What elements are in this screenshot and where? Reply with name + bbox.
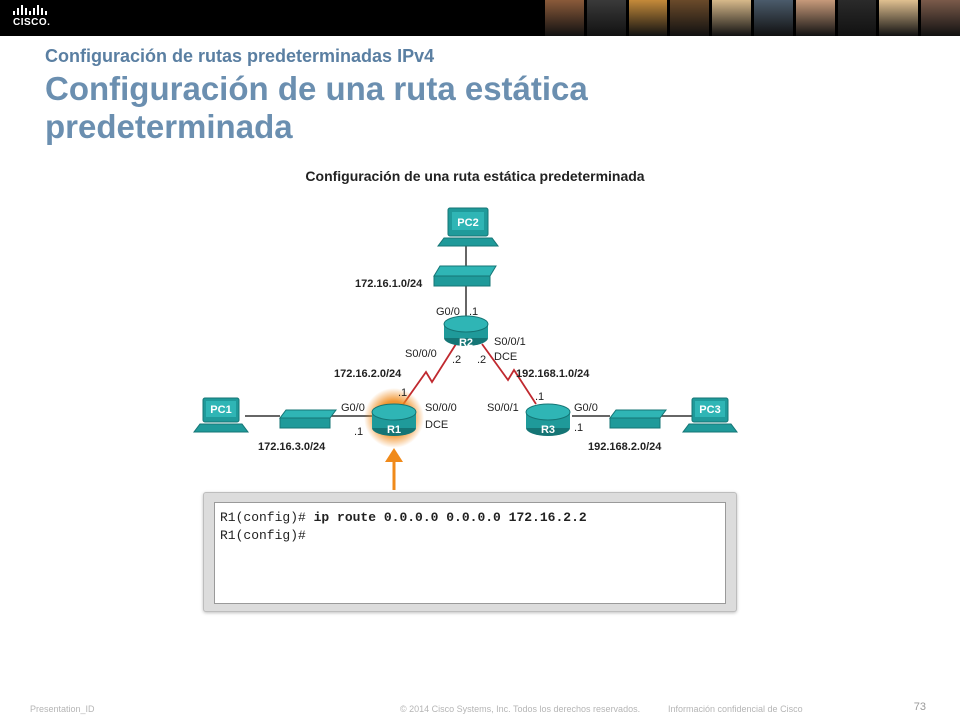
footer-confidential: Información confidencial de Cisco — [668, 704, 803, 714]
cli-line-1: R1(config)# ip route 0.0.0.0 0.0.0.0 172… — [220, 510, 587, 525]
network-label-lan-r3: 192.168.2.0/24 — [588, 441, 662, 453]
wan-link-r1-r2 — [401, 343, 457, 407]
if-r3-s001-ip: .1 — [535, 391, 544, 403]
arrow-up-icon — [385, 448, 403, 490]
if-r2-g00-ip: .1 — [469, 306, 478, 318]
photo-tile — [921, 0, 960, 36]
if-r2-s001-ip: .2 — [477, 354, 486, 366]
cli-line-2: R1(config)# — [220, 528, 306, 543]
cisco-logo-icon — [13, 5, 47, 15]
pc2-label: PC2 — [457, 217, 478, 229]
wan-link-r2-r3 — [481, 343, 537, 405]
if-r2-s000-ip: .2 — [452, 354, 461, 366]
footer-copyright: © 2014 Cisco Systems, Inc. Todos los der… — [400, 704, 641, 714]
if-r1-s000: S0/0/0 — [425, 402, 457, 414]
photo-tile — [879, 0, 919, 36]
if-r1-s000-ip: .1 — [398, 387, 407, 399]
photo-tile — [753, 0, 793, 36]
switch-r3-icon — [609, 409, 667, 429]
photo-tile — [837, 0, 877, 36]
router-r2-icon — [443, 315, 489, 346]
photo-tile — [545, 0, 584, 36]
footer-presentation-id: Presentation_ID — [30, 704, 95, 714]
if-r2-s001: S0/0/1 — [494, 336, 526, 348]
switch-r2-icon — [433, 265, 497, 287]
r3-label: R3 — [541, 424, 555, 436]
if-r3-s001: S0/0/1 — [487, 402, 519, 414]
cli-window: R1(config)# ip route 0.0.0.0 0.0.0.0 172… — [203, 492, 737, 612]
if-r1-g00-ip: .1 — [354, 426, 363, 438]
network-label-lan-r1: 172.16.3.0/24 — [258, 441, 326, 453]
if-r1-dce: DCE — [425, 419, 448, 431]
cli-prompt: R1(config)# — [220, 510, 314, 525]
network-label-wan-r2-r3: 192.168.1.0/24 — [516, 368, 590, 380]
logo-text: CISCO. — [13, 17, 51, 28]
r1-label: R1 — [387, 424, 401, 436]
diagram-title: Configuración de una ruta estática prede… — [305, 168, 644, 184]
network-topology-diagram: Configuración de una ruta estática prede… — [193, 168, 738, 490]
slide-subtitle: Configuración de rutas predeterminadas I… — [45, 46, 435, 66]
photo-tile — [670, 0, 710, 36]
router-r1-icon — [371, 403, 417, 436]
if-r3-g00-ip: .1 — [574, 422, 583, 434]
r2-label: R2 — [459, 337, 473, 349]
if-r1-g00: G0/0 — [341, 402, 365, 414]
router-r3-icon — [525, 403, 571, 436]
pc2-icon — [437, 207, 499, 247]
if-r2-g00: G0/0 — [436, 306, 460, 318]
cli-command: ip route 0.0.0.0 0.0.0.0 172.16.2.2 — [313, 510, 587, 525]
if-r2-dce: DCE — [494, 351, 517, 363]
photo-tile — [712, 0, 751, 36]
pc1-label: PC1 — [210, 404, 231, 416]
photo-tile — [628, 0, 668, 36]
pc1-icon — [193, 397, 249, 433]
network-label-lan-r2: 172.16.1.0/24 — [355, 278, 423, 290]
header-bar: CISCO. — [0, 0, 960, 36]
switch-r1-icon — [279, 409, 337, 429]
pc3-icon — [682, 397, 738, 433]
page-number: 73 — [913, 701, 926, 713]
cli-terminal: R1(config)# ip route 0.0.0.0 0.0.0.0 172… — [214, 502, 726, 604]
photo-strip — [545, 0, 960, 36]
pc3-label: PC3 — [699, 404, 720, 416]
network-label-wan-r1-r2: 172.16.2.0/24 — [334, 368, 402, 380]
photo-tile — [586, 0, 626, 36]
slide-title: Configuración de una ruta estática prede… — [45, 70, 588, 145]
if-r3-g00: G0/0 — [574, 402, 598, 414]
if-r2-s000: S0/0/0 — [405, 348, 437, 360]
photo-tile — [795, 0, 835, 36]
